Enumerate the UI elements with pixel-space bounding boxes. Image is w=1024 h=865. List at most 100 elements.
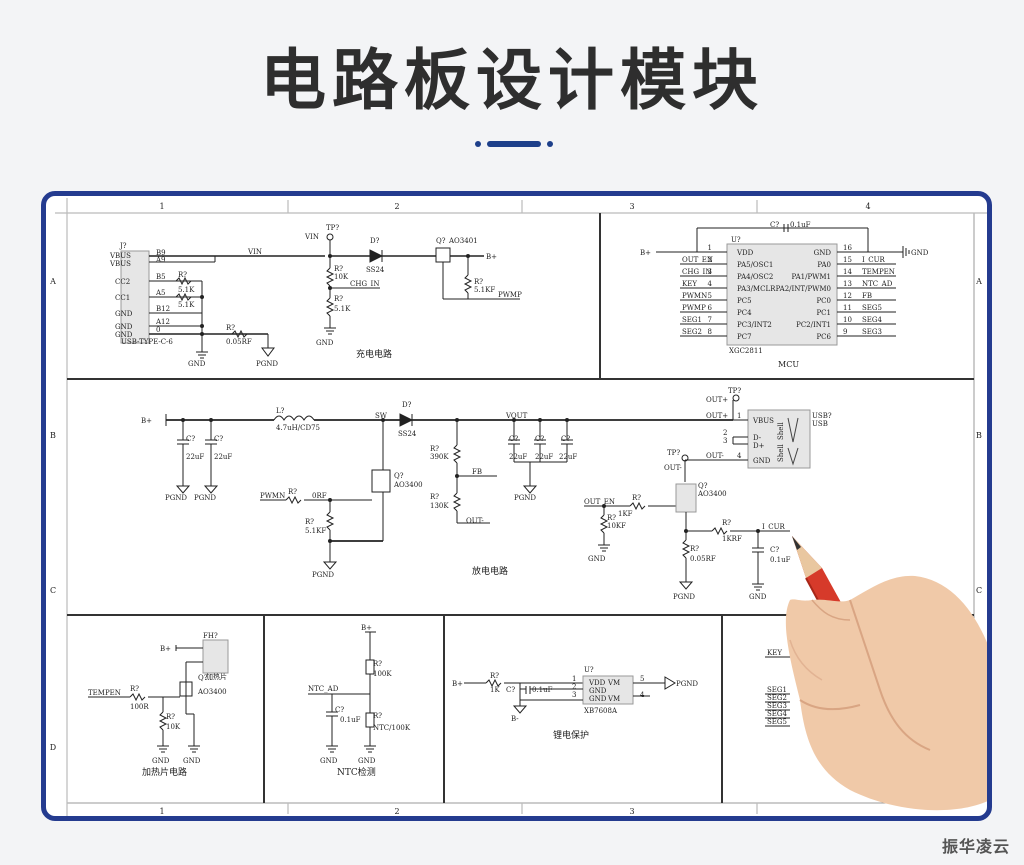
net-label: PWMN — [260, 492, 285, 500]
mcu-net: PWMN — [682, 292, 707, 300]
res-ref: R? — [334, 295, 343, 303]
usb-pin-num: 1 — [737, 412, 741, 420]
mcu-pin: PC1 — [816, 309, 831, 317]
res-value: 390K — [430, 453, 449, 461]
net-label: OUT- — [466, 517, 484, 525]
col-label: 3 — [629, 202, 634, 211]
mcu-pin-num: 6 — [708, 304, 713, 312]
res-ref: R? — [690, 545, 699, 553]
ic-part: XB7608A — [584, 707, 618, 715]
ic-pin-num: 3 — [572, 691, 576, 699]
section-label-mcu: MCU — [778, 360, 799, 369]
bplus: B+ — [160, 645, 171, 653]
gnd-label: GND — [749, 593, 767, 601]
res-value: 5.1K — [178, 286, 195, 294]
cap-value: 22uF — [535, 453, 553, 461]
mcu-net: PWMP — [682, 304, 706, 312]
net-label: SEG4 — [767, 710, 787, 718]
usb-name: USB — [812, 420, 828, 428]
pin-label: VBUS — [109, 252, 131, 260]
net-label: OUT+ — [706, 412, 728, 420]
usb-pin-num: 2 — [723, 429, 727, 437]
bplus: B+ — [640, 249, 651, 257]
cap-value: 0.1uF — [340, 716, 361, 724]
title-underline-decoration — [475, 140, 553, 148]
mcu-net: SEG1 — [682, 316, 702, 324]
cap-value: 22uF — [186, 453, 204, 461]
mcu-pin-num: 2 — [708, 256, 712, 264]
mcu-net: KEY — [682, 280, 697, 288]
section-label-ntc: NTC检测 — [337, 766, 376, 778]
bplus: B+ — [486, 253, 497, 261]
pgnd-label: PGND — [165, 494, 187, 502]
cap-value: 0.1uF — [790, 221, 811, 229]
mcu-net: SEG3 — [862, 328, 882, 336]
keypad-circuit: KEY SEG1 SEG2 SEG3 SEG4 SEG5 — [765, 649, 795, 727]
gnd-label: GND — [183, 757, 201, 765]
col-label: 4 — [865, 202, 870, 211]
pin-id: A9 — [155, 256, 166, 264]
res-value: 100R — [130, 703, 149, 711]
usb-pin: GND — [753, 457, 771, 465]
col-label: 1 — [159, 202, 164, 211]
net-label: SEG2 — [767, 694, 787, 702]
mcu-pin-num: 5 — [708, 292, 712, 300]
res-value: 5.1K — [178, 301, 195, 309]
res-ref: R? — [430, 493, 439, 501]
row-label: C — [976, 586, 982, 595]
mcu-pin: VDD — [736, 249, 754, 257]
ic-pin: GND — [589, 687, 607, 695]
res-ref: R? — [130, 685, 139, 693]
u-ref: U? — [584, 666, 594, 674]
mcu-pin-num: 15 — [843, 256, 852, 264]
diode-ref: D? — [370, 237, 380, 245]
mcu-net: SEG4 — [862, 316, 882, 324]
net-label: SEG1 — [767, 686, 787, 694]
gnd-label: GND — [316, 339, 334, 347]
schematic-drawing: 1 2 3 4 1 2 3 A B C D A B C — [49, 198, 987, 816]
diode-name: SS24 — [366, 266, 385, 274]
hand-with-pencil-image — [785, 536, 987, 811]
res-value: 10KF — [607, 522, 626, 530]
u-ref: U? — [731, 236, 741, 244]
ic-pin-num: 2 — [572, 683, 576, 691]
mcu-pin: PA0 — [817, 261, 831, 269]
gnd-label: GND — [911, 249, 929, 257]
net-label: OUT- — [706, 452, 724, 460]
section-label-charge: 充电电路 — [356, 348, 392, 360]
mcu-circuit: C? 0.1uF U? B+ GND VDD PA5/OSC1 PA4/OSC2… — [640, 221, 929, 369]
pin-id: B5 — [156, 273, 166, 281]
cap-value: 0.1uF — [532, 686, 553, 694]
section-label-discharge: 放电电路 — [472, 565, 508, 577]
mcu-pin-num: 4 — [708, 280, 713, 288]
res-value: 5.1K — [334, 305, 351, 313]
schematic-frame: 1 2 3 4 1 2 3 A B C D A B C — [41, 191, 992, 821]
res-ref: R? — [305, 518, 314, 526]
section-label-heater: 加热片电路 — [142, 766, 187, 778]
mcu-pin-num: 14 — [843, 268, 852, 276]
diode-name: SS24 — [398, 430, 417, 438]
net-label: VOUT — [505, 412, 528, 420]
section-label-battery: 锂电保护 — [553, 729, 589, 741]
bplus: B+ — [361, 624, 372, 632]
mcu-pin-num: 1 — [708, 244, 712, 252]
connector-ref: J? — [119, 242, 127, 250]
mcu-pin: PC2/INT1 — [796, 321, 831, 329]
res-value: 0RF — [312, 492, 327, 500]
fh-ref: FH? — [203, 632, 218, 640]
mcu-pin-num: 16 — [843, 244, 852, 252]
cap-value: 22uF — [559, 453, 577, 461]
cap-ref: C? — [506, 686, 515, 694]
usb-pin: VBUS — [752, 417, 774, 425]
pin-label: GND — [115, 310, 133, 318]
q-name: AO3400 — [697, 490, 727, 498]
battery-protection-circuit: B+ R? 1K C? 0.1uF U? VDD GND GND VM VM 1… — [452, 666, 698, 741]
mcu-pin-num: 13 — [843, 280, 852, 288]
mcu-net: TEMPEN — [862, 268, 895, 276]
inductor-value: 4.7uH/CD75 — [276, 424, 320, 432]
usb-pin: D- — [753, 434, 762, 442]
res-ref: R? — [474, 278, 483, 286]
q-ref: Q? — [394, 472, 404, 480]
tp-net: VIN — [304, 233, 319, 241]
fh-label: 加热片 — [206, 672, 227, 681]
